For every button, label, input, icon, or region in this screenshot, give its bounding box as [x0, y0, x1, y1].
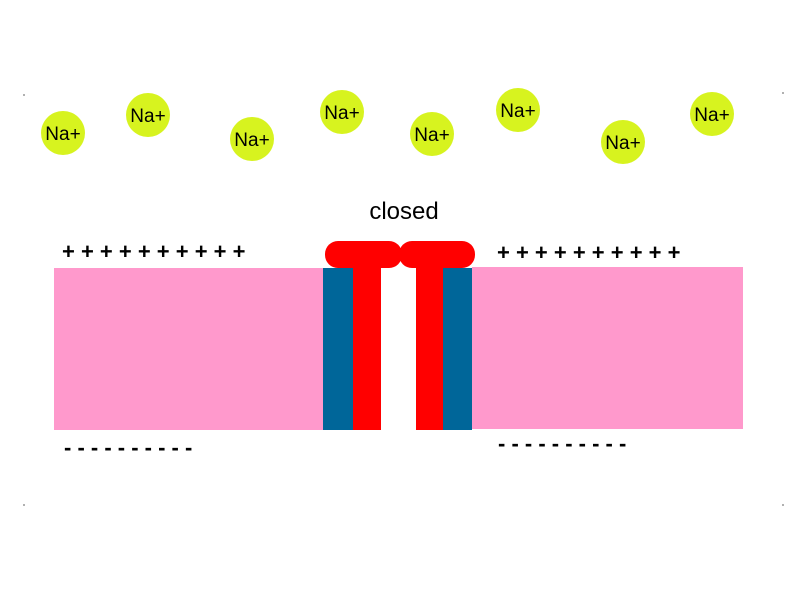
- sodium-ions: Na+ Na+ Na+ Na+ Na+ Na+ Na+ Na+: [41, 88, 734, 164]
- ion-circle: [496, 88, 540, 132]
- ion-label: Na+: [324, 103, 359, 124]
- ion-label: Na+: [234, 130, 269, 151]
- channel-outer-wall-left: [323, 268, 353, 430]
- ion-circle: [230, 117, 274, 161]
- ion-label: Na+: [605, 133, 640, 154]
- ion-label: Na+: [130, 106, 165, 127]
- sodium-ion: Na+: [126, 93, 170, 137]
- membrane-right: [472, 267, 743, 429]
- corner-dot: [23, 504, 25, 506]
- ion-circle: [126, 93, 170, 137]
- positive-charges-left: + + + + + + + + + +: [62, 239, 246, 264]
- gate-state-label: closed: [369, 198, 438, 225]
- negative-charges-left: - - - - - - - - - -: [64, 435, 192, 460]
- channel-inner-wall-right: [416, 268, 443, 430]
- ion-circle: [410, 112, 454, 156]
- gate-flap-right: [399, 241, 475, 268]
- sodium-ion: Na+: [690, 92, 734, 136]
- channel-outer-wall-right: [443, 268, 472, 430]
- sodium-ion: Na+: [41, 111, 85, 155]
- channel-pore: [381, 268, 416, 430]
- sodium-ion: Na+: [496, 88, 540, 132]
- positive-charges-right: + + + + + + + + + +: [497, 240, 681, 265]
- negative-charges-right: - - - - - - - - - -: [498, 431, 626, 456]
- ion-label: Na+: [694, 105, 729, 126]
- sodium-ion: Na+: [410, 112, 454, 156]
- sodium-ion: Na+: [230, 117, 274, 161]
- sodium-ion: Na+: [601, 120, 645, 164]
- gate-flap-left: [325, 241, 402, 268]
- ion-circle: [690, 92, 734, 136]
- sodium-ion: Na+: [320, 90, 364, 134]
- ion-circle: [41, 111, 85, 155]
- corner-dot: [782, 92, 784, 94]
- ion-label: Na+: [414, 125, 449, 146]
- corner-dot: [782, 504, 784, 506]
- ion-circle: [320, 90, 364, 134]
- ion-label: Na+: [500, 101, 535, 122]
- ion-label: Na+: [45, 124, 80, 145]
- ion-channel: [323, 241, 475, 430]
- membrane-left: [54, 268, 324, 430]
- corner-dot: [23, 94, 25, 96]
- ion-circle: [601, 120, 645, 164]
- channel-inner-wall-left: [353, 268, 381, 430]
